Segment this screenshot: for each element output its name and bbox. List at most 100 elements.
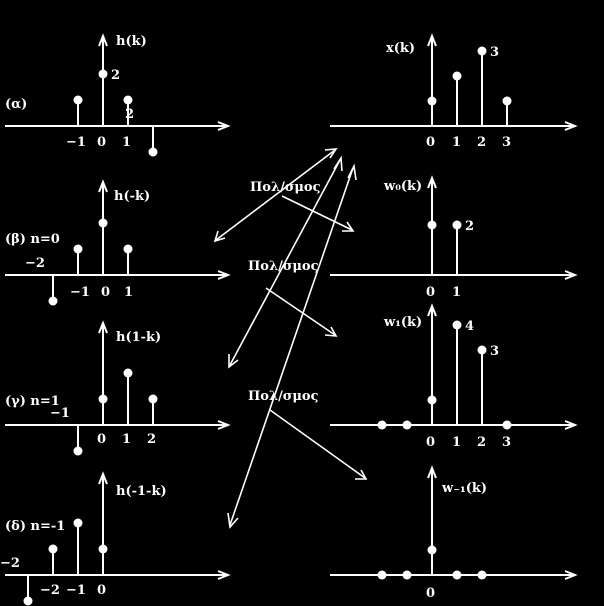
case-label: (β) n=0 — [5, 232, 60, 247]
sample-point — [477, 345, 487, 355]
tick-label: 0 — [426, 285, 435, 300]
arrowhead — [333, 155, 343, 172]
sample-value-label: 3 — [490, 344, 499, 359]
sample-point — [452, 71, 462, 81]
arrowhead — [342, 221, 355, 232]
sample-point — [48, 296, 58, 306]
connector-line — [281, 195, 353, 231]
axis-y-arrow — [98, 471, 108, 485]
sample-point — [377, 570, 387, 580]
sample-value-label: 3 — [490, 45, 499, 60]
sample-value-label: −2 — [0, 556, 20, 571]
axis-x-arrow — [564, 270, 578, 280]
function-label: h(k) — [116, 34, 147, 49]
axis-y-arrow — [98, 179, 108, 193]
tick-label: −2 — [40, 583, 60, 598]
tick-label: 1 — [452, 435, 461, 450]
sample-value-label: 2 — [111, 68, 120, 83]
axis-y-arrow — [98, 33, 108, 47]
arrowhead — [228, 354, 239, 369]
sample-point — [427, 395, 437, 405]
panel-h-k: 2 2 h(k) (α) −1 0 1 — [5, 33, 231, 157]
sample-value-label: −2 — [25, 256, 45, 271]
function-label: w₋₁(k) — [441, 481, 487, 496]
sample-point — [73, 446, 83, 456]
sample-point — [148, 147, 158, 157]
sample-point — [48, 544, 58, 554]
tick-label: 1 — [122, 135, 131, 150]
sample-point — [502, 96, 512, 106]
panel-h-minus-1-minus-k: −2 h(-1-k) (δ) n=-1 −2 −1 0 — [0, 471, 231, 606]
function-label: x(k) — [386, 41, 415, 56]
function-label: h(1-k) — [116, 330, 161, 345]
sample-point — [402, 570, 412, 580]
tick-label: 2 — [477, 135, 486, 150]
sample-point — [477, 46, 487, 56]
sample-point — [73, 244, 83, 254]
axis-x-arrow — [217, 270, 231, 280]
connector-line — [229, 167, 354, 526]
sample-point — [123, 244, 133, 254]
case-label: (δ) n=-1 — [5, 519, 65, 534]
tick-label: 1 — [122, 432, 131, 447]
sample-point — [148, 394, 158, 404]
function-label: h(-k) — [114, 189, 150, 204]
panel-w1-k: 43 w₁(k) 0 1 2 3 — [330, 303, 578, 450]
sample-point — [123, 368, 133, 378]
tick-label: −1 — [66, 135, 86, 150]
panel-w-minus-1-k: w₋₁(k) 0 — [330, 465, 578, 601]
sample-value-label: 2 — [125, 107, 134, 122]
function-label: h(-1-k) — [116, 484, 167, 499]
operation-label: Πολ/σμος — [248, 259, 319, 274]
connector-line — [265, 287, 336, 336]
arrowhead — [324, 326, 338, 337]
tick-label: −1 — [66, 583, 86, 598]
case-label: (α) — [5, 97, 27, 112]
arrowhead — [213, 230, 226, 243]
tick-label: 0 — [97, 135, 106, 150]
tick-label: 0 — [426, 435, 435, 450]
case-label: (γ) n=1 — [5, 394, 60, 409]
panel-h-minus-k: −2 h(-k) (β) n=0 −1 0 1 — [5, 179, 231, 306]
sample-value-label: −1 — [50, 406, 70, 421]
sample-value-label: 2 — [465, 219, 474, 234]
operation-label: Πολ/σμος — [248, 389, 319, 404]
sample-point — [477, 570, 487, 580]
axis-y-arrow — [427, 303, 437, 317]
tick-label: 0 — [426, 135, 435, 150]
axis-x-arrow — [217, 570, 231, 580]
sample-point — [98, 544, 108, 554]
arrowhead — [355, 469, 368, 480]
sample-point — [427, 96, 437, 106]
panel-h-1-minus-k: −1 h(1-k) (γ) n=1 0 1 2 — [5, 320, 231, 456]
sample-point — [502, 420, 512, 430]
sample-point — [452, 220, 462, 230]
sample-point — [23, 596, 33, 606]
sample-point — [402, 420, 412, 430]
tick-label: 0 — [97, 432, 106, 447]
tick-label: 3 — [502, 135, 511, 150]
arrowhead — [324, 148, 338, 159]
sample-point — [98, 394, 108, 404]
function-label: w₁(k) — [383, 315, 422, 330]
sample-point — [377, 420, 387, 430]
axis-x-arrow — [564, 570, 578, 580]
arrowhead — [227, 512, 239, 529]
axis-y-arrow — [427, 175, 437, 189]
panel-w0-k: 2 w₀(k) 0 1 — [330, 175, 578, 300]
sample-point — [98, 218, 108, 228]
sample-value-label: 4 — [465, 319, 474, 334]
connector-line — [229, 159, 341, 366]
operation-label: Πολ/σμος — [250, 180, 321, 195]
axis-x-arrow — [564, 420, 578, 430]
axis-x-arrow — [564, 121, 578, 131]
axis-y-arrow — [98, 320, 108, 334]
axis-y-arrow — [427, 465, 437, 479]
tick-label: 1 — [124, 285, 133, 300]
sample-point — [73, 95, 83, 105]
sample-point — [123, 95, 133, 105]
function-label: w₀(k) — [383, 179, 422, 194]
tick-label: 0 — [426, 586, 435, 601]
tick-label: 0 — [97, 583, 106, 598]
